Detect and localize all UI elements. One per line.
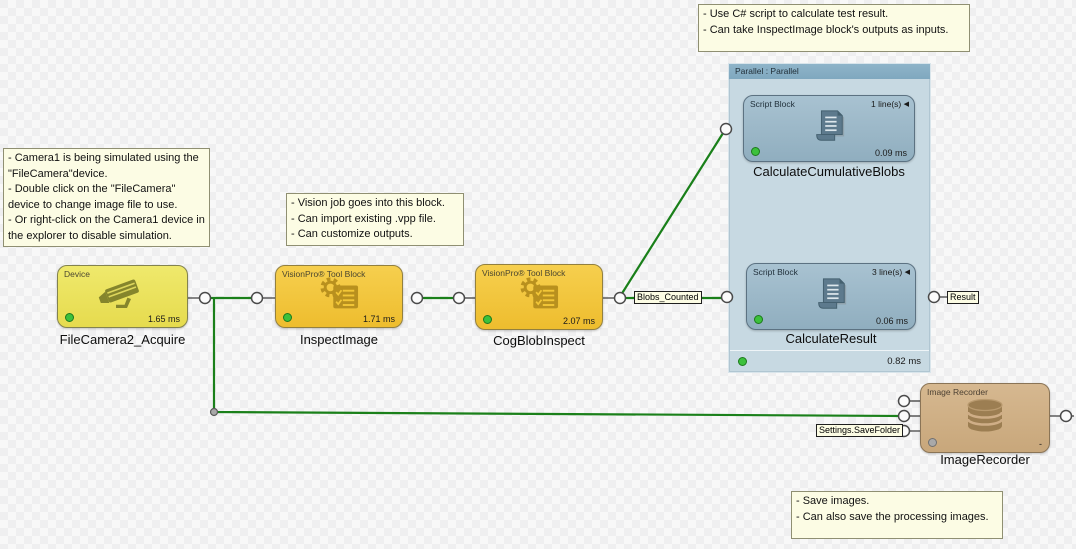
wire-cogblob-to-calccumulative[interactable] bbox=[620, 129, 726, 296]
execution-time: - bbox=[1039, 439, 1042, 449]
status-dot bbox=[928, 438, 937, 447]
block-calculatecumulativeblobs[interactable]: Script Block 1 line(s) ◀ 0.09 ms bbox=[743, 95, 915, 162]
lines-badge: 1 line(s) ◀ bbox=[871, 99, 909, 109]
database-icon bbox=[921, 392, 1049, 440]
note-line: - Save images. bbox=[796, 495, 870, 507]
status-dot bbox=[751, 147, 760, 156]
collapse-icon[interactable]: ◀ bbox=[904, 269, 910, 276]
note-line: - Can take InspectImage block's outputs … bbox=[703, 23, 949, 36]
block-calculateresult[interactable]: Script Block 3 line(s) ◀ 0.06 ms bbox=[746, 263, 916, 330]
block-type-label: Script Block bbox=[753, 267, 798, 277]
collapse-icon[interactable]: ◀ bbox=[903, 101, 909, 108]
execution-time: 1.71 ms bbox=[362, 314, 395, 324]
block-type-label: VisionPro® Tool Block bbox=[482, 268, 566, 278]
parallel-footer: 0.82 ms bbox=[730, 350, 929, 371]
execution-time: 1.65 ms bbox=[147, 314, 180, 324]
block-inspectimage[interactable]: VisionPro® Tool Block 1.71 ms bbox=[275, 265, 403, 328]
note-line: - Can import existing .vpp file. bbox=[291, 212, 436, 225]
block-name-calculateresult: CalculateResult bbox=[785, 331, 877, 346]
block-name-cogblobinspect: CogBlobInspect bbox=[493, 333, 585, 348]
status-dot bbox=[483, 315, 492, 324]
script-scroll-icon bbox=[744, 104, 914, 149]
status-dot bbox=[65, 313, 74, 322]
parallel-header: Parallel : Parallel bbox=[729, 64, 930, 79]
execution-time: 2.07 ms bbox=[562, 316, 595, 326]
note-save-images[interactable]: - Save images. - Can also save the proce… bbox=[791, 491, 1003, 539]
execution-time: 0.06 ms bbox=[875, 316, 908, 326]
note-line: - Vision job goes into this block. bbox=[291, 197, 445, 209]
note-line: - Or right-click on the Camera1 device i… bbox=[8, 214, 205, 242]
block-name-inspectimage: InspectImage bbox=[299, 332, 379, 347]
camera-icon bbox=[58, 274, 187, 315]
status-dot bbox=[754, 315, 763, 324]
note-vision-job[interactable]: - Vision job goes into this block. - Can… bbox=[286, 193, 464, 246]
execution-time: 0.09 ms bbox=[874, 148, 907, 158]
block-type-label: Device bbox=[64, 269, 90, 279]
note-line: - Can customize outputs. bbox=[291, 228, 413, 240]
note-line: - Camera1 is being simulated using the "… bbox=[8, 152, 199, 180]
block-imagerecorder[interactable]: Image Recorder - bbox=[920, 383, 1050, 453]
note-line: - Can also save the processing images. bbox=[796, 510, 989, 523]
note-csharp-script[interactable]: - Use C# script to calculate test result… bbox=[698, 4, 970, 52]
block-type-label: Script Block bbox=[750, 99, 795, 109]
note-line: - Use C# script to calculate test result… bbox=[703, 8, 889, 20]
tag-result[interactable]: Result bbox=[947, 291, 979, 304]
block-name-filecamera2-acquire: FileCamera2_Acquire bbox=[59, 332, 186, 347]
note-camera-simulation[interactable]: - Camera1 is being simulated using the "… bbox=[3, 148, 210, 247]
lines-badge: 3 line(s) ◀ bbox=[872, 267, 910, 277]
block-type-label: VisionPro® Tool Block bbox=[282, 269, 366, 279]
block-name-imagerecorder: ImageRecorder bbox=[940, 452, 1030, 467]
status-dot bbox=[738, 357, 747, 366]
status-dot bbox=[283, 313, 292, 322]
gear-checklist-icon bbox=[276, 274, 402, 315]
execution-time: 0.82 ms bbox=[887, 356, 921, 367]
tag-settings-savefolder[interactable]: Settings.SaveFolder bbox=[816, 424, 904, 437]
note-line: - Double click on the "FileCamera" devic… bbox=[8, 183, 178, 211]
block-cogblobinspect[interactable]: VisionPro® Tool Block 2.07 ms bbox=[475, 264, 603, 330]
block-type-label: Image Recorder bbox=[927, 387, 988, 397]
tag-blobs-counted[interactable]: Blobs_Counted bbox=[634, 291, 702, 304]
block-name-calculatecumulativeblobs: CalculateCumulativeBlobs bbox=[753, 164, 905, 179]
script-scroll-icon bbox=[747, 272, 915, 317]
gear-checklist-icon bbox=[476, 273, 602, 317]
block-filecamera2-acquire[interactable]: Device 1.65 ms bbox=[57, 265, 188, 328]
